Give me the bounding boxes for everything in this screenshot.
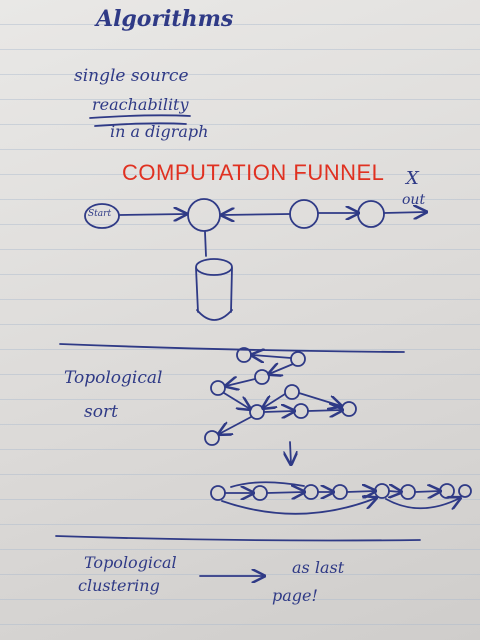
- database-body: [195, 267, 233, 313]
- database-bottom: [196, 309, 233, 321]
- topo-node-h: [341, 401, 357, 417]
- start-node: [84, 203, 120, 229]
- reference-label-1: as last: [292, 558, 345, 577]
- reference-label-2: page!: [272, 586, 318, 605]
- topo-node-b: [290, 351, 306, 367]
- topo-node-c: [254, 369, 270, 385]
- page-title: Algorithms: [96, 6, 234, 32]
- edge-center-db: [204, 231, 207, 257]
- out-x-label: X: [406, 168, 419, 189]
- topo-node-i: [204, 430, 220, 446]
- right-node-1: [289, 199, 319, 229]
- right-node-2: [357, 200, 385, 228]
- divider-1: [59, 343, 405, 353]
- topo-node-g: [293, 403, 309, 419]
- center-node: [187, 198, 221, 232]
- underline-2: [94, 122, 187, 127]
- edge-start-center: [119, 214, 186, 215]
- clustering-label-2: clustering: [78, 576, 160, 595]
- topological-label: Topological: [64, 368, 163, 388]
- down-arrow: [290, 441, 291, 464]
- database-top: [195, 258, 233, 276]
- edge-right-center: [222, 214, 291, 215]
- topo-node-e: [284, 384, 300, 400]
- topo-node-f: [249, 404, 265, 420]
- note-line-3: in a digraph: [110, 122, 209, 141]
- underline-1: [89, 114, 191, 119]
- note-line-1: single source: [74, 66, 189, 86]
- out-label: out: [402, 192, 426, 208]
- sort-label: sort: [84, 402, 118, 422]
- clustering-label-1: Topological: [84, 553, 177, 572]
- divider-2: [55, 535, 421, 542]
- computation-funnel-label: COMPUTATION FUNNEL: [122, 160, 385, 185]
- topo-node-d: [210, 380, 226, 396]
- note-line-2: reachability: [92, 95, 189, 114]
- edge-out: [383, 212, 426, 213]
- start-label: Start: [88, 209, 112, 219]
